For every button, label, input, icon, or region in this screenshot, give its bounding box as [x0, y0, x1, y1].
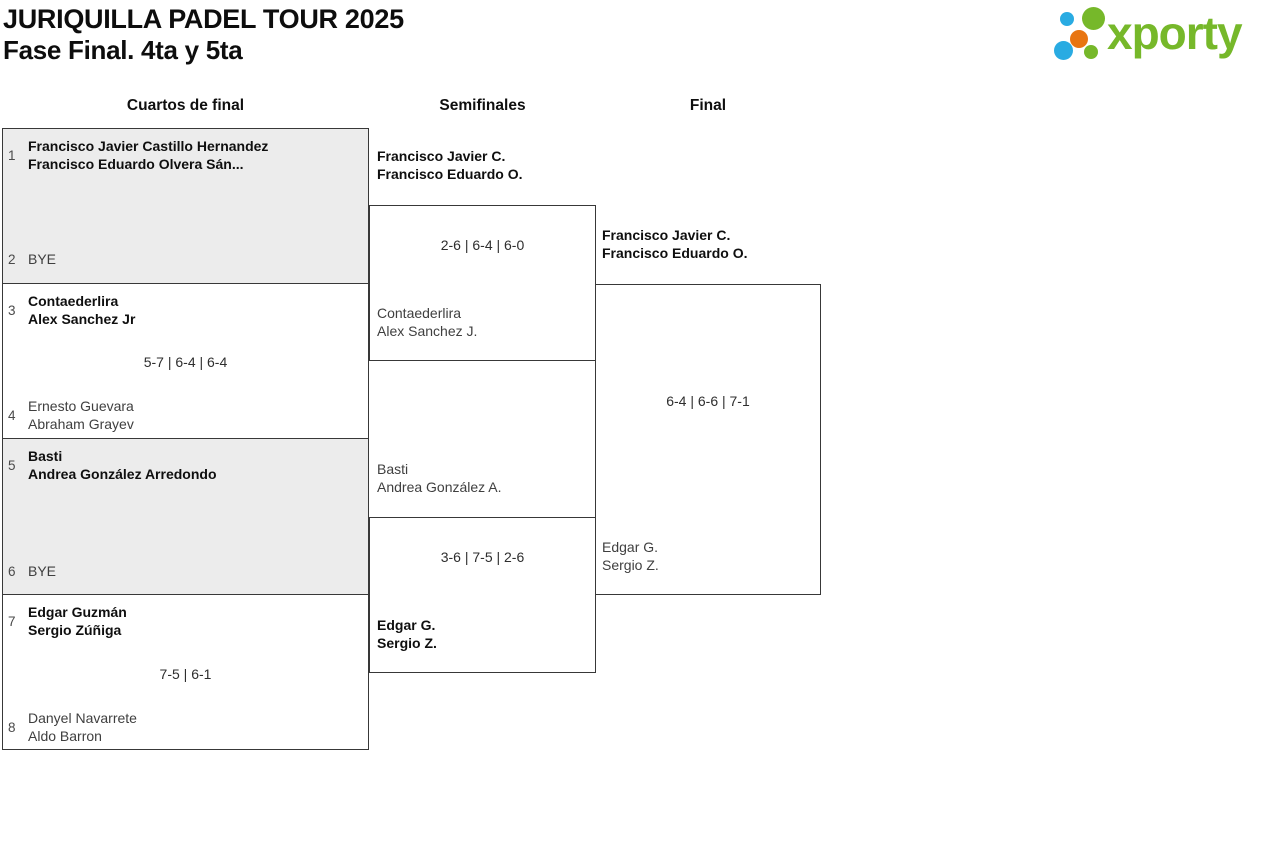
logo-dot-green-small-icon — [1084, 45, 1098, 59]
match-box-sf2[interactable] — [369, 517, 596, 673]
page-subtitle: Fase Final. 4ta y 5ta — [3, 35, 243, 65]
team-row: 6 BYE — [3, 562, 364, 580]
round-header-quarterfinals: Cuartos de final — [126, 97, 245, 114]
logo-dot-blue-large-icon — [1054, 41, 1073, 60]
seed-number: 5 — [8, 457, 16, 473]
sf1-team-top: Francisco Javier C.Francisco Eduardo O. — [377, 148, 523, 182]
team-row: 2 BYE — [3, 250, 364, 268]
match-score: 2-6 | 6-4 | 6-0 — [440, 237, 525, 253]
page-title: JURIQUILLA PADEL TOUR 2025 — [3, 4, 404, 34]
seed-number: 7 — [8, 613, 16, 629]
logo-dot-blue-small-icon — [1060, 12, 1074, 26]
final-team-bottom: Edgar G.Sergio Z. — [602, 539, 659, 573]
round-header-final: Final — [689, 97, 727, 114]
match-score: 6-4 | 6-6 | 7-1 — [666, 393, 750, 409]
match-score: 7-5 | 6-1 — [159, 666, 212, 682]
team-names: BYE — [28, 563, 57, 579]
seed-number: 8 — [8, 719, 16, 735]
logo-dot-green-large-icon — [1082, 7, 1105, 30]
sf2-team-bottom: Edgar G.Sergio Z. — [377, 617, 437, 651]
team-names: BYE — [28, 251, 57, 267]
final-team-top: Francisco Javier C.Francisco Eduardo O. — [602, 227, 748, 261]
match-score: 5-7 | 6-4 | 6-4 — [143, 354, 228, 370]
logo-dot-orange-icon — [1070, 30, 1088, 48]
match-score: 3-6 | 7-5 | 2-6 — [440, 549, 525, 565]
xporty-logo: xporty — [1050, 0, 1280, 70]
round-header-semifinals: Semifinales — [439, 97, 526, 114]
match-box-final[interactable] — [595, 284, 821, 595]
seed-number: 3 — [8, 302, 16, 318]
seed-number: 2 — [8, 251, 16, 267]
seed-number: 4 — [8, 407, 16, 423]
logo-wordmark: xporty — [1107, 7, 1243, 59]
match-box-sf1[interactable] — [369, 205, 596, 361]
seed-number: 1 — [8, 147, 16, 163]
seed-number: 6 — [8, 563, 16, 579]
